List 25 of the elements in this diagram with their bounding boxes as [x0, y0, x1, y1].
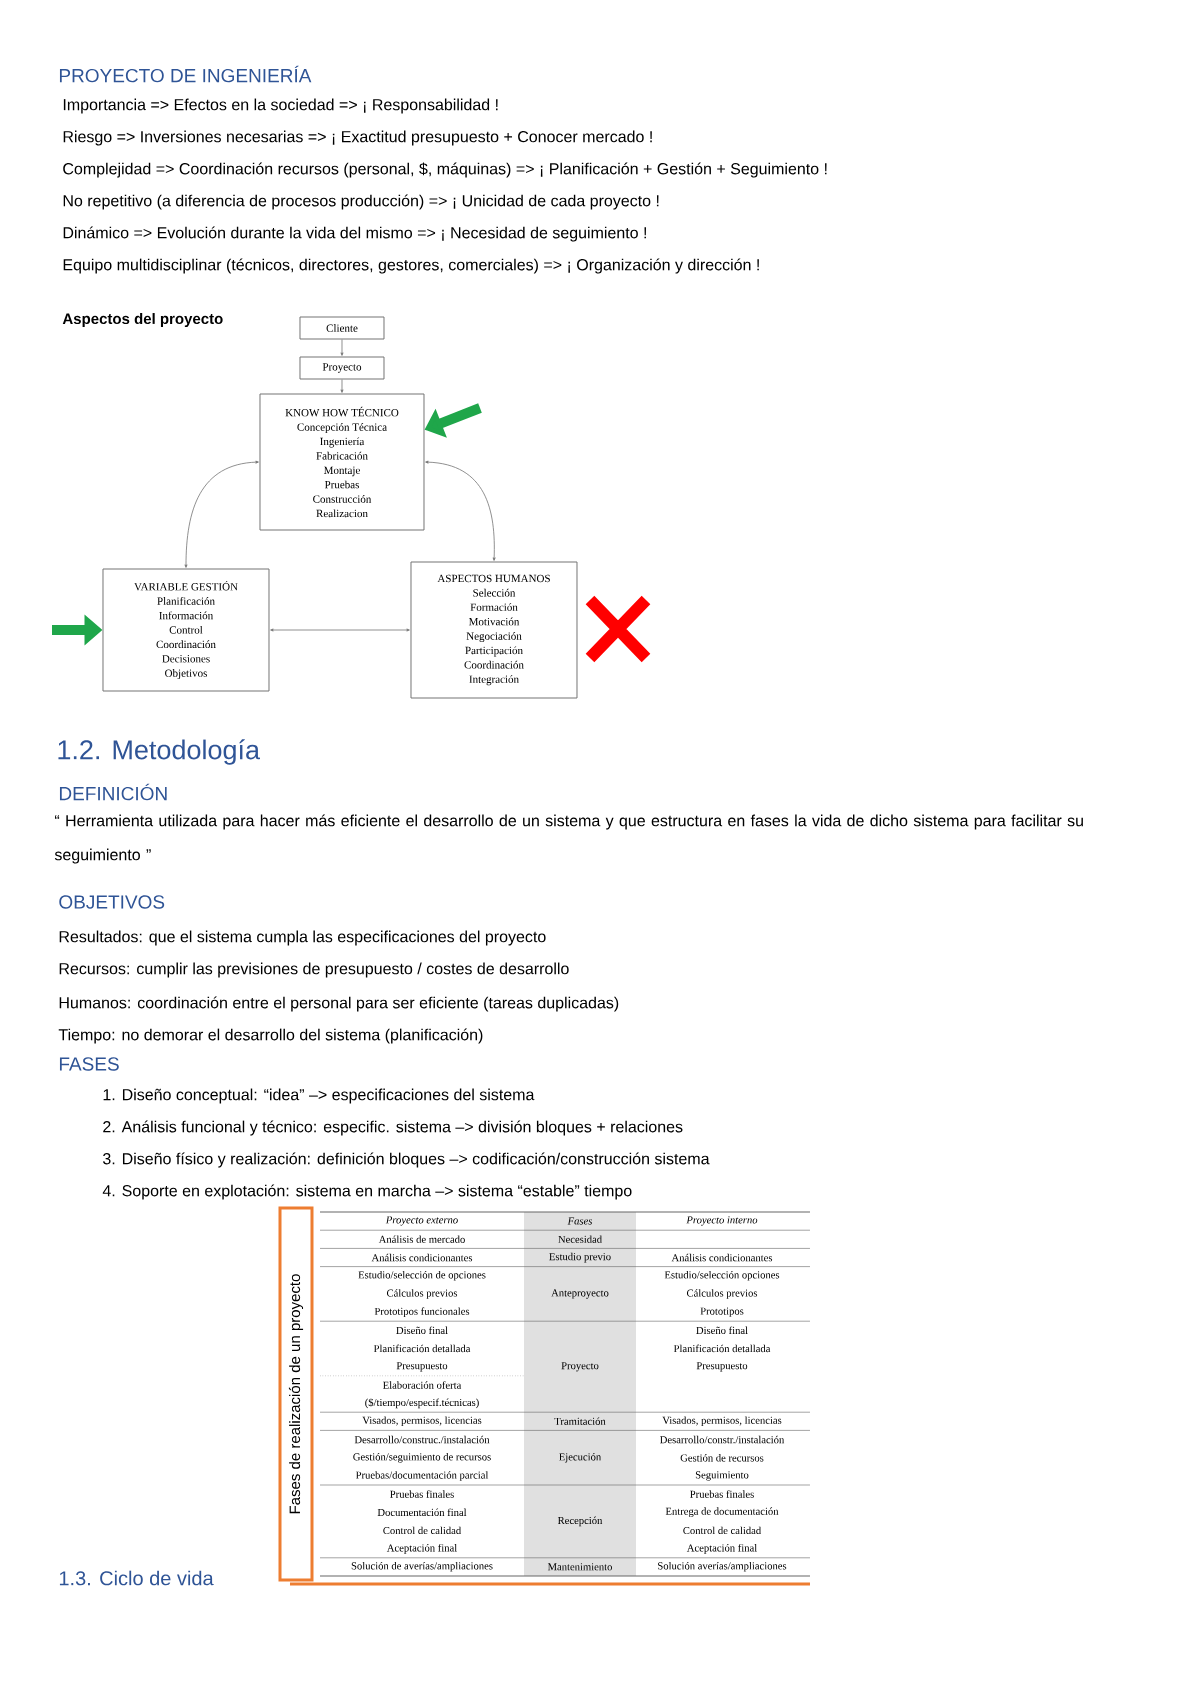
heading: 1.2. Metodología [58, 739, 260, 765]
connector [184, 460, 259, 568]
section-heading: FASES [59, 1057, 119, 1071]
text-line: Humanos: coordinación entre el personal para ser eficiente (tareas duplicadas) [59, 996, 619, 1012]
list-item: 2. Análisis funcional y técnico: especific. sistema –> división bloques + relaciones [103, 1120, 683, 1136]
connector [270, 628, 410, 632]
text-line: Equipo multidisciplinar (técnicos, directores, gestores, comerciales) => ¡ Organización y dirección ! [63, 258, 759, 274]
connector [425, 460, 496, 561]
text-line: Dinámico => Evolución durante la vida del mismo => ¡ Necesidad de seguimiento ! [63, 226, 646, 242]
text-line: No repetitivo (a diferencia de procesos producción) => ¡ Unicidad de cada proyecto ! [63, 194, 659, 210]
text-line: Riesgo => Inversiones necesarias => ¡ Exactitud presupuesto + Conocer mercado ! [63, 130, 652, 146]
text-line: Tiempo: no demorar el desarrollo del sistema (planificación) [58, 1028, 483, 1044]
heading: 1.3. Ciclo de vida [59, 1570, 214, 1586]
section-heading: OBJETIVOS [59, 895, 165, 909]
connector [340, 339, 344, 356]
text-line: Resultados: que el sistema cumpla las especificaciones del proyecto [59, 930, 546, 946]
quote-paragraph: “ Herramienta utilizada para hacer más eficiente el desarrollo de un sistema y que estructura en fases la vida de dicho sistema para facilitar su seguimiento ” [54, 814, 1083, 864]
list-item: 3. Diseño físico y realización: definición bloques –> codificación/construcción sistema [103, 1152, 710, 1168]
heading: PROYECTO DE INGENIERÍA [59, 65, 312, 83]
connector [340, 379, 344, 393]
section-heading: DEFINICIÓN [59, 783, 167, 801]
text-line: Recursos: cumplir las previsiones de presupuesto / costes de desarrollo [59, 962, 569, 978]
text-line: Complejidad => Coordinación recursos (personal, $, máquinas) => ¡ Planificación + Gestión + Seguimiento ! [63, 162, 827, 178]
list-item: 1. Diseño conceptual: “idea” –> especificaciones del sistema [103, 1088, 535, 1104]
text-line: Importancia => Efectos en la sociedad => ¡ Responsabilidad ! [63, 98, 498, 114]
